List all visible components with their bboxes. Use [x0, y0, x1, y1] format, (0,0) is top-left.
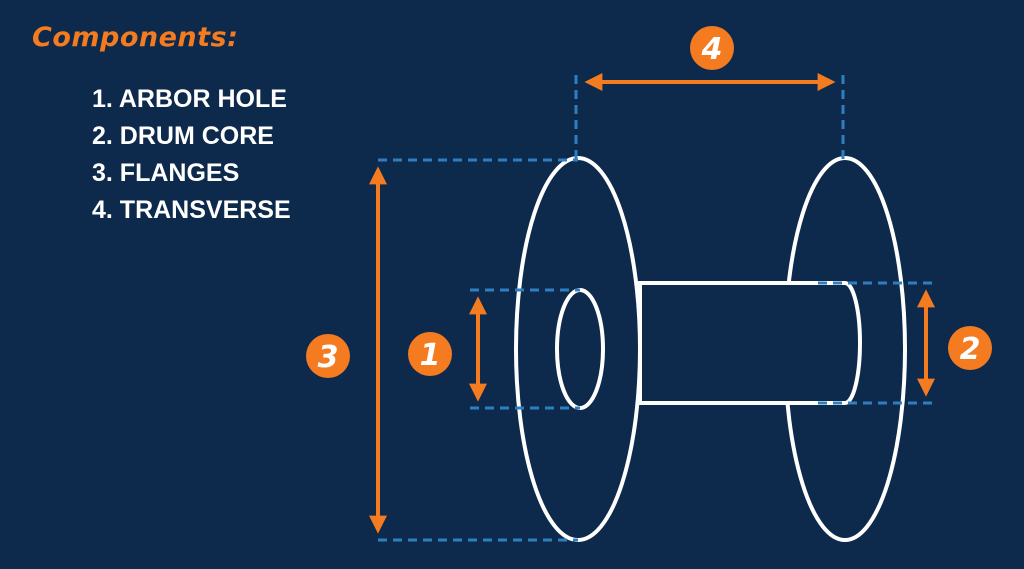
badge-drum-core: 2 [948, 326, 992, 370]
component-item-arbor-hole: 1. ARBOR HOLE [92, 85, 287, 113]
front-flange [514, 156, 642, 542]
components-list: 1. ARBOR HOLE 2. DRUM CORE 3. FLANGES 4.… [92, 81, 291, 229]
badge-flanges-label: 3 [318, 340, 339, 375]
badge-transverse-label: 4 [701, 32, 723, 67]
component-item-transverse: 4. TRANSVERSE [92, 196, 291, 224]
badge-flanges: 3 [306, 334, 350, 378]
badge-transverse: 4 [690, 26, 734, 70]
dimension-arrows [369, 73, 935, 534]
component-item-drum-core: 2. DRUM CORE [92, 122, 274, 150]
badge-drum-core-label: 2 [960, 332, 981, 367]
components-heading: Components: [32, 22, 239, 53]
component-item-flanges: 3. FLANGES [92, 159, 240, 187]
drum-core-body [638, 281, 862, 405]
guide-lines [378, 75, 935, 542]
badge-arbor-hole-label: 1 [420, 338, 441, 373]
badge-arbor-hole: 1 [408, 332, 452, 376]
